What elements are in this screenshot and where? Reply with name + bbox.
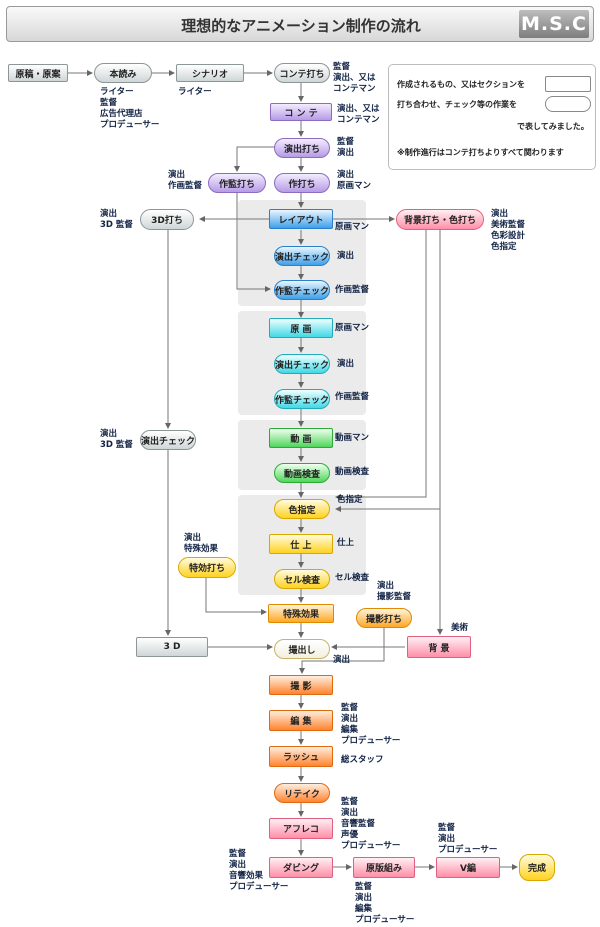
node-layout[interactable]: レイアウト: [269, 209, 333, 229]
node-afreco[interactable]: アフレコ: [269, 818, 333, 839]
note-iroshitei: 色指定: [337, 495, 363, 505]
node-genko[interactable]: 原稿・原案: [8, 64, 68, 82]
note-saku-uchi: 演出 原画マン: [337, 170, 372, 191]
node-enshutsu-check-1[interactable]: 演出チェック: [274, 246, 330, 266]
node-iroshitei[interactable]: 色指定: [274, 499, 330, 519]
legend-pill-sample: [545, 96, 591, 112]
note-retake: 監督 演出 音響監督 声優 プロデューサー: [341, 797, 401, 851]
note-cel-kensa: セル検査: [335, 573, 370, 583]
node-kansei[interactable]: 完成: [519, 854, 555, 881]
node-conte-uchi[interactable]: コンテ打ち: [274, 63, 330, 83]
note-sakkan-check-1: 作画監督: [335, 285, 370, 295]
node-sakkan-check-2[interactable]: 作監チェック: [274, 389, 330, 409]
node-conte[interactable]: コ ン テ: [270, 103, 332, 121]
note-sakkan-check-2: 作画監督: [335, 392, 370, 402]
note-layout: 原画マン: [335, 222, 370, 232]
node-dashi[interactable]: 撮出し: [274, 639, 330, 659]
note-conte-uchi: 監督 演出、又は コンテマン: [333, 62, 376, 94]
legend-rect-sample: [545, 76, 591, 92]
node-sakkan-check-1[interactable]: 作監チェック: [274, 280, 330, 300]
node-cel-kensa[interactable]: セル検査: [274, 569, 330, 589]
node-tokushu-kouka[interactable]: 特殊効果: [268, 604, 334, 623]
node-v-hen[interactable]: V編: [436, 857, 500, 878]
note-henshu: 監督 演出 編集 プロデューサー: [341, 703, 401, 746]
node-enshutsu-check-3d[interactable]: 演出チェック: [140, 430, 196, 450]
note-haikei: 美術: [451, 623, 469, 633]
legend-line-2: 打ち合わせ、チェック等の作業を: [397, 100, 517, 109]
node-douga-kensa[interactable]: 動画検査: [274, 463, 330, 483]
note-douga: 動画マン: [335, 433, 370, 443]
note-genpan: 監督 演出 編集 プロデューサー: [355, 882, 415, 925]
note-satsuei-uchi: 演出 撮影監督: [377, 581, 412, 602]
node-douga[interactable]: 動 画: [269, 428, 333, 448]
node-enshutsu-uchi[interactable]: 演出打ち: [274, 138, 330, 158]
node-shiage[interactable]: 仕 上: [269, 534, 333, 554]
note-3d-uchi: 演出 3D 監督: [100, 209, 133, 230]
node-3d[interactable]: 3 D: [136, 637, 208, 657]
node-satsuei-uchi[interactable]: 撮影打ち: [356, 608, 412, 628]
node-retake[interactable]: リテイク: [274, 783, 330, 803]
note-genga: 原画マン: [335, 323, 370, 333]
note-tokko-uchi: 演出 特殊効果: [184, 533, 219, 554]
note-haikei-uchi: 演出 美術監督 色彩設計 色指定: [491, 209, 526, 252]
node-rush[interactable]: ラッシュ: [269, 746, 333, 767]
node-dubbing[interactable]: ダビング: [269, 857, 333, 878]
note-conte: 演出、又は コンテマン: [337, 104, 380, 125]
node-3d-uchi[interactable]: 3D打ち: [140, 209, 194, 230]
node-henshu[interactable]: 編 集: [269, 710, 333, 731]
note-enshutsu-uchi: 監督 演出: [337, 137, 355, 158]
page-title: 理想的なアニメーション制作の流れ: [181, 17, 421, 35]
note-rush: 総スタッフ: [341, 755, 384, 765]
note-sakkan-uchi: 演出 作画監督: [168, 170, 203, 191]
legend-note: ※制作進行はコンテ打ちよりすべて関わります: [397, 148, 564, 157]
note-enshutsu-check-3d: 演出 3D 監督: [100, 429, 133, 450]
node-genpan[interactable]: 原版組み: [353, 857, 415, 878]
legend-line-3: で表してみました。: [517, 122, 589, 131]
node-haikei-uchi[interactable]: 背景打ち・色打ち: [396, 209, 484, 230]
node-haikei[interactable]: 背 景: [407, 636, 471, 658]
node-honyomi[interactable]: 本読み: [94, 63, 152, 83]
note-honyomi: ライター 監督 広告代理店 プロデューサー: [100, 87, 160, 130]
legend-line-1: 作成されるもの、又はセクションを: [397, 80, 525, 89]
node-saku-uchi[interactable]: 作打ち: [274, 173, 330, 193]
note-enshutsu-check-1: 演出: [337, 251, 355, 261]
note-shiage: 仕上: [337, 538, 355, 548]
note-douga-kensa: 動画検査: [335, 467, 370, 477]
note-enshutsu-check-2: 演出: [337, 359, 355, 369]
note-dashi: 演出: [333, 655, 351, 665]
msc-logo: M.S.C: [519, 10, 589, 38]
node-sakkan-uchi[interactable]: 作監打ち: [208, 173, 266, 193]
node-genga[interactable]: 原 画: [269, 318, 333, 338]
note-v-hen: 監督 演出 プロデューサー: [438, 823, 498, 855]
title-bar: 理想的なアニメーション制作の流れ M.S.C: [6, 6, 594, 42]
node-satsuei[interactable]: 撮 影: [269, 675, 333, 695]
legend-box: 作成されるもの、又はセクションを 打ち合わせ、チェック等の作業を で表してみまし…: [388, 64, 596, 170]
node-enshutsu-check-2[interactable]: 演出チェック: [274, 354, 330, 374]
note-dubbing: 監督 演出 音響効果 プロデューサー: [229, 849, 289, 892]
node-scenario[interactable]: シナリオ: [176, 64, 244, 82]
node-tokko-uchi[interactable]: 特効打ち: [178, 557, 236, 578]
note-scenario: ライター: [178, 87, 212, 97]
